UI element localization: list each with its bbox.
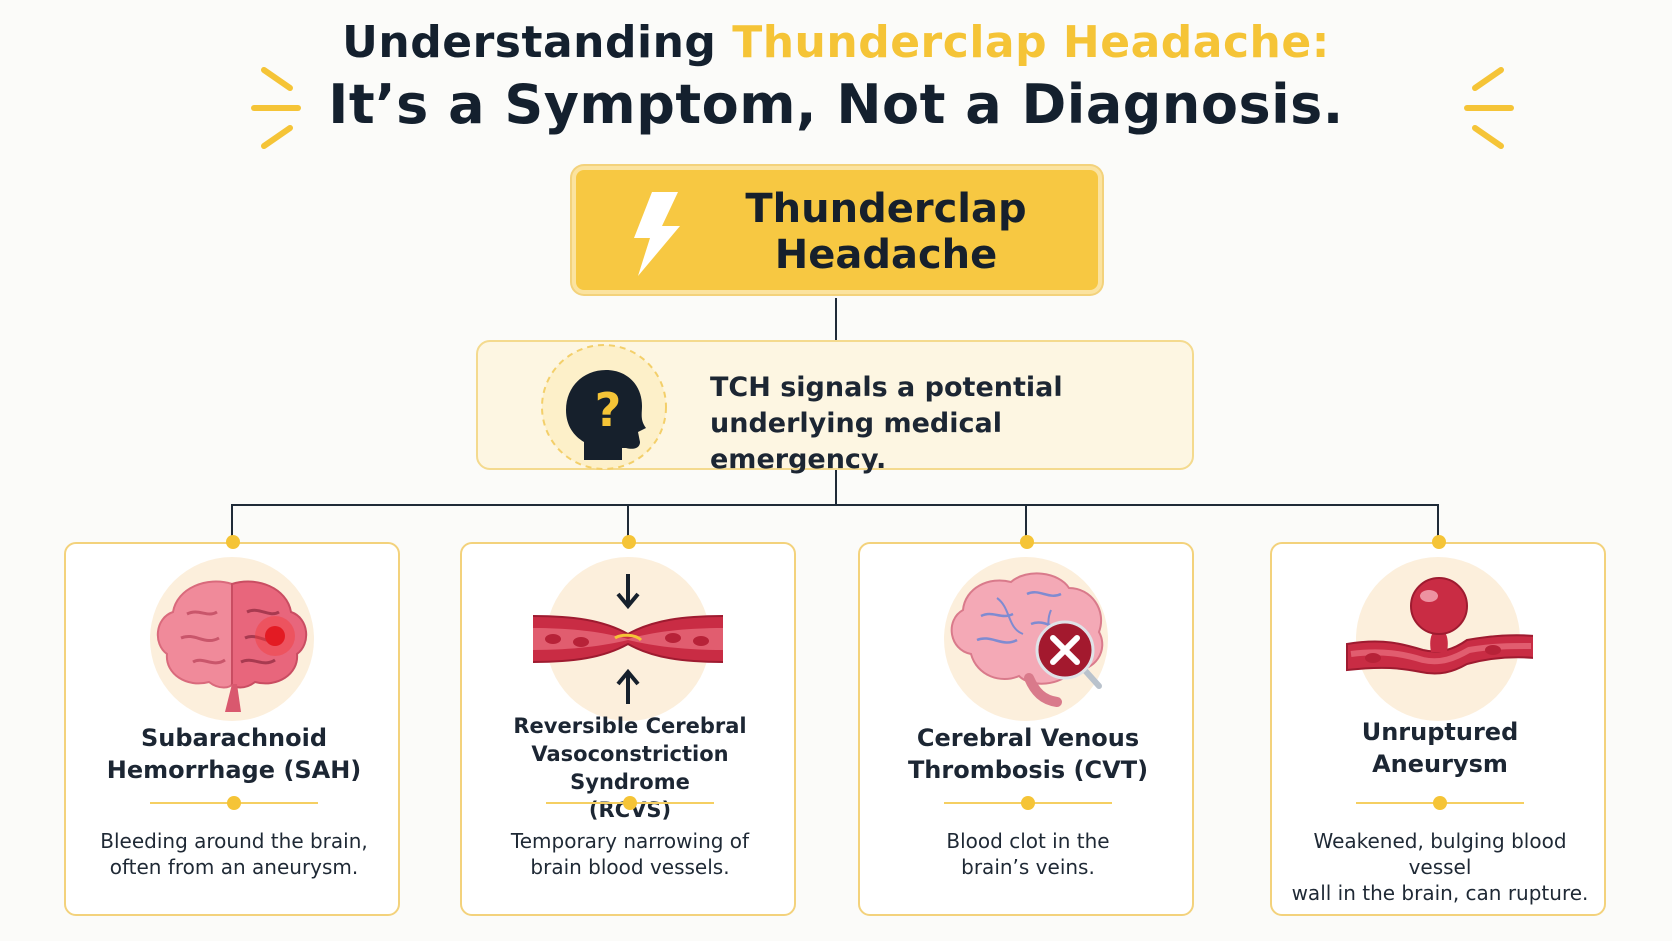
aneurysm-icon [1346, 557, 1533, 721]
signal-text: TCH signals a potential underlying medic… [710, 370, 1180, 478]
card-divider [944, 796, 1112, 810]
card-title-line-1: Cerebral Venous [916, 724, 1140, 752]
main-title-line-1: Thunderclap [745, 186, 1027, 232]
card-title-line-2: Hemorrhage (SAH) [106, 756, 362, 784]
card-title-line-2: Thrombosis (CVT) [907, 756, 1149, 784]
thunderclap-headache-box: Thunderclap Headache [572, 166, 1102, 294]
card-title-line-1: Unruptured [1361, 718, 1519, 746]
brain-bleed-icon [150, 557, 314, 721]
lightning-bolt-icon [634, 192, 680, 276]
connector-main-to-signal [835, 298, 837, 340]
card-title: Reversible Cerebral Vasoconstriction Syn… [472, 712, 788, 824]
card-title: Subarachnoid Hemorrhage (SAH) [76, 722, 392, 786]
card-connector-dot [226, 535, 240, 549]
card-title-line-2: Vasoconstriction Syndrome [531, 742, 729, 794]
card-desc-line-1: Temporary narrowing of [510, 829, 750, 853]
title-line-1: Understanding Thunderclap Headache: [0, 14, 1672, 72]
card-desc-line-2: brain’s veins. [961, 855, 1095, 879]
card-description: Blood clot in the brain’s veins. [868, 828, 1188, 880]
card-connector-dot [1020, 535, 1034, 549]
signal-line-1: TCH signals a potential [710, 372, 1063, 403]
card-cvt: Cerebral Venous Thrombosis (CVT) Blood c… [858, 535, 1194, 916]
connector-drop-3 [1025, 504, 1027, 540]
question-mark: ? [595, 383, 622, 437]
card-rcvs: Reversible Cerebral Vasoconstriction Syn… [460, 535, 796, 916]
card-description: Temporary narrowing of brain blood vesse… [470, 828, 790, 880]
card-desc-line-2: often from an aneurysm. [109, 855, 359, 879]
card-title: Cerebral Venous Thrombosis (CVT) [870, 722, 1186, 786]
card-desc-line-2: wall in the brain, can rupture. [1291, 881, 1589, 905]
card-divider [150, 796, 318, 810]
card-desc-line-1: Blood clot in the [946, 829, 1110, 853]
card-description: Bleeding around the brain, often from an… [74, 828, 394, 880]
connector-drop-1 [231, 504, 233, 540]
card-connector-dot [622, 535, 636, 549]
burst-right-icon [1464, 67, 1514, 149]
title-line-2: It’s a Symptom, Not a Diagnosis. [328, 73, 1344, 136]
page-title: Understanding Thunderclap Headache: It’s… [0, 14, 1672, 138]
card-divider [1356, 796, 1524, 810]
title-prefix: Understanding [342, 17, 733, 68]
card-desc-line-1: Weakened, bulging blood vessel [1313, 829, 1567, 879]
signal-line-2: underlying medical emergency. [710, 408, 1002, 475]
card-connector-dot [1432, 535, 1446, 549]
card-title-line-1: Subarachnoid [140, 724, 328, 752]
narrowed-vessel-icon [533, 557, 723, 721]
card-divider [546, 796, 714, 810]
card-sah: Subarachnoid Hemorrhage (SAH) Bleeding a… [64, 535, 400, 916]
card-description: Weakened, bulging blood vessel wall in t… [1280, 828, 1600, 906]
connector-signal-to-branch [835, 470, 837, 506]
head-question-icon: ? [541, 344, 667, 470]
card-title-line-2: Aneurysm [1372, 750, 1508, 778]
connector-branch-horizontal [231, 504, 1439, 506]
main-title-line-2: Headache [774, 232, 998, 278]
connector-drop-2 [627, 504, 629, 540]
title-accent: Thunderclap Headache: [732, 17, 1330, 68]
burst-left-icon [251, 67, 301, 149]
card-title: Unruptured Aneurysm [1282, 716, 1598, 780]
signal-box: ? TCH signals a potential underlying med… [476, 340, 1194, 475]
main-title: Thunderclap Headache [706, 186, 1066, 278]
brain-clot-icon [944, 557, 1108, 721]
card-desc-line-1: Bleeding around the brain, [100, 829, 368, 853]
connector-drop-4 [1437, 504, 1439, 540]
card-title-line-1: Reversible Cerebral [513, 714, 747, 738]
card-desc-line-2: brain blood vessels. [530, 855, 730, 879]
card-aneurysm: Unruptured Aneurysm Weakened, bulging bl… [1270, 535, 1606, 916]
